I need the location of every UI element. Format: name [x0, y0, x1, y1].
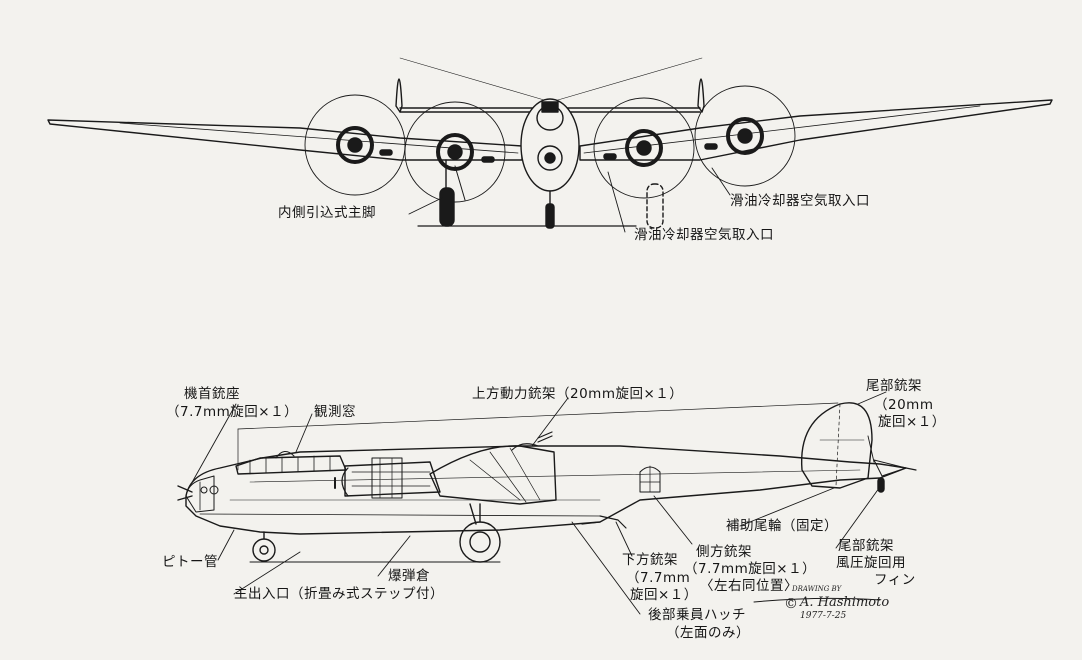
- label-pitot: ピトー管: [162, 554, 218, 570]
- right-fin: [697, 78, 705, 113]
- label-oil-intake-outer: 滑油冷却器空気取入口: [730, 193, 870, 209]
- label-nose-turret: 機首銃座: [184, 386, 240, 402]
- prop-disc-1: [304, 94, 406, 196]
- label-main-gear: 内側引込式主脚: [278, 205, 376, 221]
- label-ventral-gun: 下方銃架: [622, 552, 678, 568]
- label-side-gun: 側方銃架: [696, 544, 752, 560]
- label-main-door: 主出入口（折畳み式ステップ付）: [234, 586, 444, 602]
- front-view: [47, 57, 1053, 233]
- wing-side: [429, 445, 557, 505]
- label-rear-hatch: 後部乗員ハッチ: [648, 607, 746, 623]
- label-tail-turret-spec-1: （20mm: [874, 397, 934, 413]
- prop-disc-3: [593, 97, 695, 199]
- credit-date: 1977-7-25: [800, 611, 847, 621]
- label-nose-turret-spec: （7.7mm旋回×１）: [166, 404, 299, 420]
- label-tail-fin-1: 尾部銃架: [838, 538, 894, 554]
- prop-disc-4: [694, 85, 796, 187]
- tail-fin: [800, 402, 873, 489]
- label-tail-turret-spec-2: 旋回×１）: [878, 414, 946, 430]
- label-bomb-bay: 爆弾倉: [388, 568, 430, 584]
- label-tail-fin-2: 風圧旋回用: [836, 555, 906, 571]
- label-ventral-gun-spec-1: （7.7mm: [626, 570, 691, 586]
- left-fin: [395, 78, 403, 113]
- right-wing: [579, 99, 1053, 161]
- label-side-gun-note: 〈左右同位置〉: [700, 578, 798, 594]
- label-tail-fin-3: フィン: [874, 572, 916, 588]
- label-rear-hatch-note: （左面のみ）: [666, 625, 750, 641]
- side-view: [177, 391, 917, 615]
- fuselage-side: [185, 445, 907, 535]
- credit-drawing-by: DRAWING BY: [792, 585, 842, 593]
- label-ventral-gun-spec-2: 旋回×１）: [630, 587, 698, 603]
- label-side-gun-spec: （7.7mm旋回×１）: [684, 561, 817, 577]
- prop-disc-2: [404, 101, 506, 203]
- label-tail-wheel: 補助尾輪（固定）: [726, 518, 838, 534]
- credit-author-signature: A. Hashimoto: [800, 595, 890, 610]
- label-tail-turret: 尾部銃架: [866, 378, 922, 394]
- engine-nacelles: [336, 117, 764, 171]
- label-observation-window: 観測窓: [314, 404, 356, 420]
- copyright-symbol: ©: [784, 596, 798, 612]
- label-upper-turret: 上方動力銃架（20mm旋回×１）: [472, 386, 684, 402]
- label-oil-intake-inner: 滑油冷却器空気取入口: [634, 227, 774, 243]
- main-wheel: [459, 521, 501, 563]
